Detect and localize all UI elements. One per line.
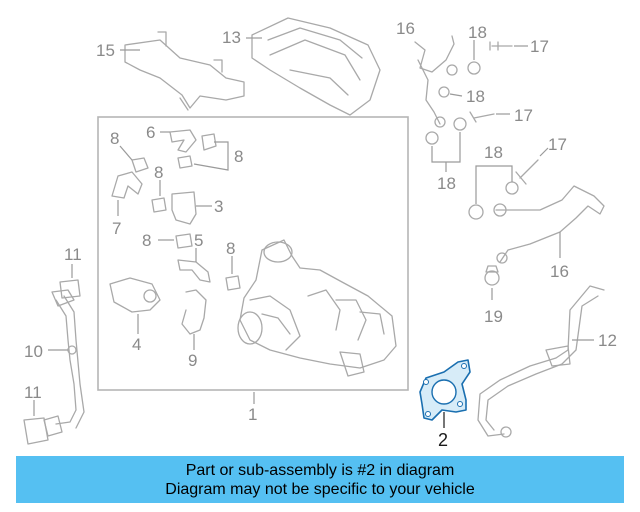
coolant-line-part-10 [23, 264, 85, 445]
callout-11b: 11 [24, 383, 42, 402]
callout-8d: 8 [142, 231, 151, 250]
hose-part-9 [181, 289, 207, 350]
callout-8a: 8 [110, 129, 119, 148]
callout-19: 19 [484, 307, 503, 326]
gasket-part-2 [419, 359, 471, 428]
callout-18a: 18 [468, 23, 487, 42]
callout-4: 4 [132, 335, 141, 354]
callout-8c: 8 [154, 163, 163, 182]
banner-line-2: Diagram may not be specific to your vehi… [165, 480, 475, 498]
callout-6: 6 [146, 123, 155, 142]
banner-line-1: Part or sub-assembly is #2 in diagram [185, 461, 455, 479]
callout-18c: 18 [484, 143, 503, 162]
bolt-part-17 [469, 41, 549, 185]
assembly-box [97, 116, 409, 391]
washer-part-18 [425, 40, 519, 220]
callout-11a: 11 [64, 245, 82, 264]
heat-shield-part-13 [246, 17, 381, 116]
callout-18b: 18 [466, 87, 485, 106]
coolant-line-part-12 [477, 285, 605, 438]
callout-13: 13 [222, 28, 241, 47]
parts-diagram: 15 13 16 18 17 18 17 17 18 18 16 19 12 1… [23, 17, 617, 450]
callout-14: 15 [96, 41, 115, 60]
callout-8e: 8 [226, 239, 235, 258]
hose-part-7 [111, 171, 143, 216]
callout-18d: 18 [437, 174, 456, 193]
bracket-part-14 [120, 31, 245, 111]
valve-part-4 [109, 277, 161, 334]
callout-16: 16 [550, 262, 569, 281]
callout-15: 16 [396, 19, 415, 38]
union-part-19 [484, 265, 500, 300]
callout-7: 7 [112, 219, 121, 238]
callout-10: 10 [24, 342, 43, 361]
callout-5: 5 [194, 231, 203, 250]
hose-part-6 [160, 129, 217, 153]
callout-12: 12 [598, 331, 617, 350]
callout-1: 1 [248, 405, 257, 424]
callout-17b: 17 [514, 106, 533, 125]
valve-part-3 [171, 191, 212, 225]
hose-part-5 [177, 248, 211, 283]
clamp-part-8 [119, 141, 241, 291]
turbocharger-part-1 [237, 239, 397, 404]
callout-17a: 17 [530, 37, 549, 56]
callout-9: 9 [188, 351, 197, 370]
info-banner: Part or sub-assembly is #2 in diagram Di… [16, 456, 624, 503]
callout-8b: 8 [234, 147, 243, 166]
callout-2: 2 [438, 430, 448, 450]
oil-line-part-15 [414, 35, 458, 128]
callout-17c: 17 [548, 135, 567, 154]
callout-3: 3 [214, 197, 223, 216]
oil-return-part-16 [493, 185, 605, 264]
